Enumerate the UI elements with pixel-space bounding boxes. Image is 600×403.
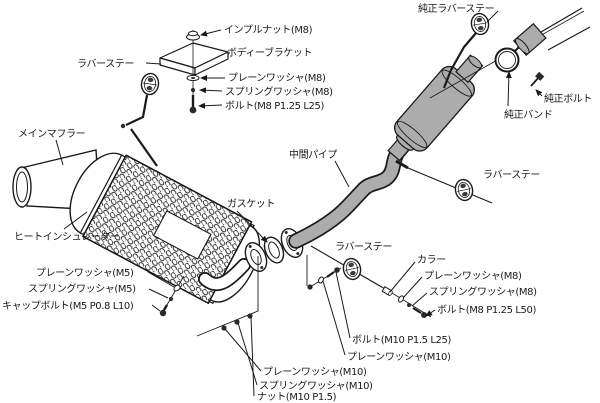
label-oem-bolt: 純正ボルト [544,92,592,105]
bolt-m10-shaft [326,271,335,278]
sub-muffler-seam-front [397,120,428,148]
body-bracket-part [159,42,229,76]
leader-heat-insulator [63,211,88,230]
tip-opening-inner [16,171,28,203]
m10-hardware-bolt-side [306,255,342,290]
label-middle-pipe: 中間パイプ [289,148,337,161]
cap-bolt-m5-shaft [162,304,169,311]
label-cap-bolt-m5: キャップボルト(M5 P0.8 L10) [2,300,134,312]
muffler-flange [244,242,268,272]
oem-band-part [494,43,523,73]
plain-washer-m8-top-hole [191,77,195,79]
bolt-m10-head [334,267,340,273]
leader-bolt-m8-l50 [425,309,436,317]
main-muffler [12,149,261,305]
leader-collar [389,261,416,293]
rubber-stay-center-bottom [340,256,364,282]
leader-impl-nut [200,29,222,37]
sub-muffler-outlet-rim [468,55,483,69]
hanger-center-bottom [310,245,432,318]
muffler-inlet-pipe-fill [199,259,250,290]
leader-nut-m10 [250,316,255,397]
sub-muffler-seam-rear [441,69,472,97]
label-plain-washer-m5: プレーンワッシャ(M5) [36,267,134,279]
label-oem-rubber-stay: 純正ラバーステー [418,2,494,15]
spring-washer-m8-part [407,303,411,307]
leader-middle-pipe [334,160,350,188]
label-nut-m10: ナット(M10 P1.5) [257,391,337,403]
label-rubber-stay-center: ラバーステー [335,241,392,253]
plain-washer-m5-part [173,284,181,292]
labels: インプルナット(M8) ボディーブラケット プレーンワッシャ(M8) スプリング… [2,2,592,403]
bolt-m8-l25-head [189,106,197,114]
tail-pipe-cut-line-top [540,7,583,33]
leader-gasket [236,210,268,243]
hanger-right [395,159,493,204]
leader-plain-washer-m10-l [224,328,262,372]
gasket-part [263,236,285,264]
leader-spring-washer-m5 [148,288,169,299]
intermediate-pipe [288,138,411,249]
muffler-name-plate [152,210,212,260]
top-fastener-stack [186,30,200,114]
rubber-stay-right [452,177,476,203]
leader-spring-washer-m8-b [411,292,428,307]
spring-washer-m8-top-part [190,87,196,93]
label-spring-washer-m8-bottom: スプリングワッシャ(M8) [429,285,537,298]
label-oem-band: 純正バンド [504,108,553,121]
impl-nut-part [186,30,200,41]
label-plain-washer-m8-top: プレーンワッシャ(M8) [228,72,326,84]
label-gasket: ガスケット [227,198,275,210]
hanger-top-right [442,32,477,89]
leader-cap-bolt-m5 [151,304,161,312]
leader-spring-washer-m10 [237,322,258,386]
spring-washer-m10-part [234,319,240,325]
sub-muffler [387,54,484,162]
tip-opening [12,166,32,208]
bolt-m8-l50-shaft [412,307,422,314]
label-rubber-stay-right: ラバーステー [483,169,540,181]
label-rubber-stay-top-left: ラバーステー [77,58,134,70]
leader-bolt-m8-l25 [198,102,223,109]
oem-bolt-part [530,71,545,87]
leader-spring-washer-m8 [199,87,223,94]
hanger-top-left [120,52,189,167]
label-plain-washer-m10-right: プレーンワッシャ(M10) [347,351,451,363]
plain-washer-m8-part [397,295,405,303]
spring-washer-m5-part [169,297,173,301]
label-bolt-m8-l50: ボルト(M8 P1.25 L50) [437,304,536,316]
label-plain-washer-m10-left: プレーンワッシャ(M10) [263,366,367,378]
leader-plain-washer-m5 [147,271,175,288]
label-collar: カラー [417,254,446,266]
leader-main-muffler [55,139,64,166]
label-spring-washer-m10: スプリングワッシャ(M10) [259,379,373,392]
label-plain-washer-m8-bottom: プレーンワッシャ(M8) [424,270,522,282]
m5-hardware [159,275,185,317]
leader-lines [55,10,543,397]
label-spring-washer-m5: スプリングワッシャ(M5) [28,282,136,295]
label-impl-nut: インプルナット(M8) [224,24,313,36]
label-body-bracket: ボディーブラケット [227,46,312,59]
leader-bolt-m10-l25 [335,271,351,339]
leader-oem-bolt [535,89,543,97]
leader-oem-rubber-stay [486,10,499,23]
label-bolt-m8-l25: ボルト(M8 P1.25 L25) [225,100,324,112]
rubber-stay-top-left [139,71,161,97]
label-spring-washer-m8-top: スプリングワッシャ(M8) [225,85,333,98]
leader-rubber-stay-tl [145,62,162,65]
leader-oem-band [505,71,512,107]
leader-plain-washer-m10-r [322,280,346,356]
label-bolt-m10-l25: ボルト(M10 P1.5 L25) [352,334,451,346]
label-main-muffler: メインマフラー [18,128,85,140]
nut-m10-part [247,313,253,319]
bolt-m8-l50-head [421,312,427,318]
leader-plain-washer-m8-b [402,276,423,299]
tail-pipe-cut-line-bottom [547,26,591,51]
collar-part [381,286,393,296]
oem-rubber-stay-part [469,11,491,37]
label-heat-insulator: ヒートインシュレーター [14,231,119,243]
cap-bolt-m5-head [159,309,167,317]
oem-tail-stub [512,7,591,57]
